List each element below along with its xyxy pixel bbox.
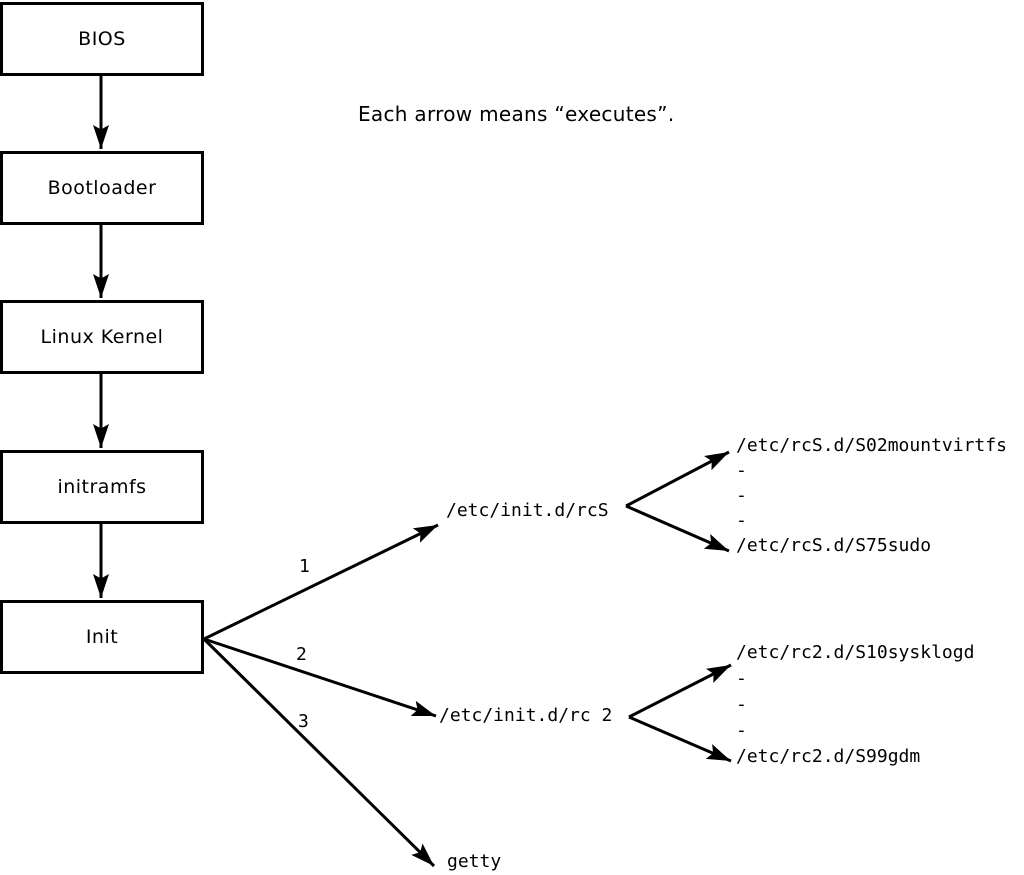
- node-initramfs-label: initramfs: [57, 476, 147, 498]
- rcS-script-line: -: [736, 485, 747, 506]
- rcS-script-list: /etc/rcS.d/S02mountvirtfs - - - /etc/rcS…: [736, 433, 1007, 558]
- rc2-script-line: /etc/rc2.d/S10sysklogd: [736, 642, 975, 663]
- node-bios-label: BIOS: [78, 28, 126, 50]
- node-init-label: Init: [85, 626, 119, 648]
- arrow-rc2-to-s99gdm: [628, 715, 732, 763]
- node-bootloader: Bootloader: [0, 151, 204, 225]
- node-linux-kernel-label: Linux Kernel: [40, 326, 164, 348]
- branch-target-rc2: /etc/init.d/rc 2: [439, 705, 613, 726]
- rcS-script-line: -: [736, 510, 747, 531]
- arrow-init-to-getty: [202, 637, 436, 868]
- node-initramfs: initramfs: [0, 450, 204, 524]
- arrow-init-to-rcS: [203, 523, 439, 641]
- arrow-rc2-to-s10sysklogd: [628, 663, 732, 719]
- arrow-init-to-rc2: [203, 637, 437, 718]
- diagram-caption: Each arrow means “executes”.: [358, 102, 675, 126]
- branch-target-getty: getty: [447, 851, 502, 872]
- rcS-script-line: -: [736, 460, 747, 481]
- branch-3-number: 3: [298, 711, 309, 732]
- arrow-rcS-to-s75sudo: [625, 504, 730, 553]
- branch-target-rcS: /etc/init.d/rcS: [446, 500, 609, 521]
- arrow-rcS-to-s02mountvirtfs: [625, 450, 730, 508]
- rc2-script-line: /etc/rc2.d/S99gdm: [736, 746, 921, 767]
- rc2-script-list: /etc/rc2.d/S10sysklogd - - - /etc/rc2.d/…: [736, 640, 974, 770]
- branch-2-number: 2: [296, 644, 307, 665]
- node-init: Init: [0, 600, 204, 674]
- node-linux-kernel: Linux Kernel: [0, 300, 204, 374]
- rcS-script-line: /etc/rcS.d/S75sudo: [736, 535, 932, 556]
- node-bootloader-label: Bootloader: [47, 177, 157, 199]
- branch-1-number: 1: [299, 556, 310, 577]
- rc2-script-line: -: [736, 720, 747, 741]
- node-bios: BIOS: [0, 2, 204, 76]
- rc2-script-line: -: [736, 694, 747, 715]
- rcS-script-line: /etc/rcS.d/S02mountvirtfs: [736, 435, 1007, 456]
- rc2-script-line: -: [736, 668, 747, 689]
